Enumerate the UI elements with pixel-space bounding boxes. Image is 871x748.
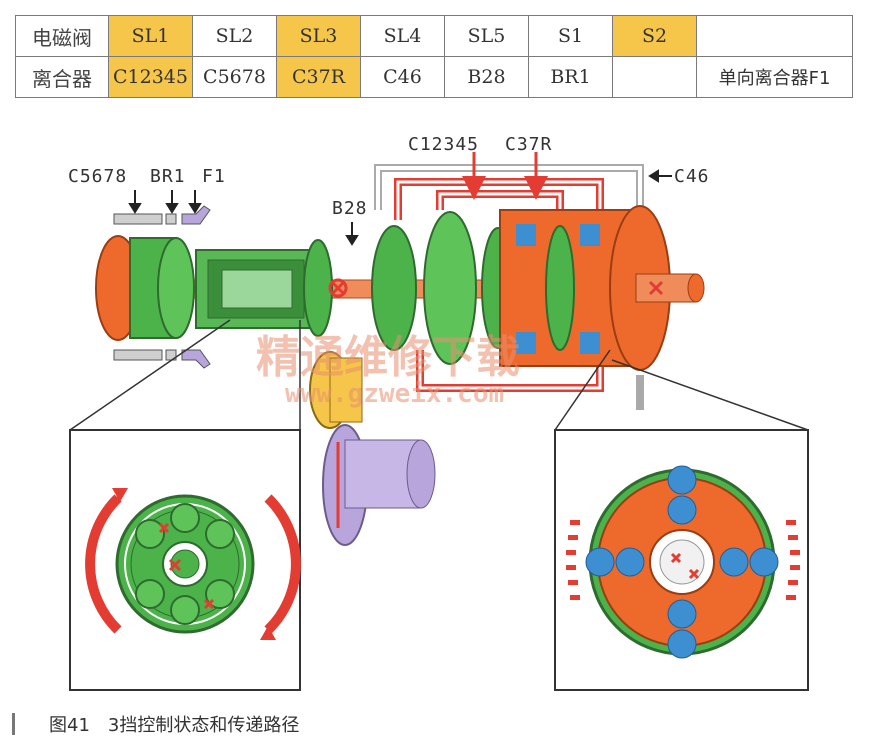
figure-title: 3挡控制状态和传递路径 [107, 715, 300, 736]
label-c37r: C37R [505, 134, 552, 155]
cell-sl4: SL4 [360, 15, 445, 57]
cell-clutch-header: 离合器 [15, 56, 109, 98]
watermark-url: www.gzweix.com [285, 379, 504, 409]
cell-one-way-clutch-f1: 单向离合器F1 [696, 56, 853, 98]
cell-sl2: SL2 [192, 15, 277, 57]
label-b28: B28 [332, 198, 368, 219]
cell-sl5: SL5 [444, 15, 529, 57]
figure-number: 图41 [49, 715, 90, 736]
transmission-diagram: C5678 BR1 F1 B28 C12345 C37R C46 [68, 134, 809, 691]
cell-c46: C46 [360, 56, 445, 98]
cell-br1: BR1 [528, 56, 613, 98]
solenoid-row: 电磁阀 SL1 SL2 SL3 SL4 SL5 S1 S2 [15, 15, 853, 57]
left-planetary-gear [129, 237, 348, 339]
cell-c5678: C5678 [192, 56, 277, 98]
rear-planetary-gear [499, 205, 705, 371]
label-c5678: C5678 [68, 166, 127, 187]
cell-c37r: C37R [276, 56, 361, 98]
cell-blank [612, 56, 697, 98]
cell-c12345: C12345 [108, 56, 193, 98]
label-f1: F1 [202, 166, 226, 187]
cell-b28: B28 [444, 56, 529, 98]
figure-caption: 图41 3挡控制状态和传递路径 [12, 710, 299, 738]
output-gears [309, 351, 436, 546]
label-c12345: C12345 [408, 134, 479, 155]
label-c46: C46 [674, 166, 710, 187]
label-br1: BR1 [150, 166, 186, 187]
cell-s2: S2 [612, 15, 697, 57]
br1-c5678-plates [113, 205, 211, 369]
cell-s1: S1 [528, 15, 613, 57]
cell-solenoid-header: 电磁阀 [15, 15, 109, 57]
solenoid-clutch-table: 电磁阀 SL1 SL2 SL3 SL4 SL5 S1 S2 离合器 C12345… [15, 15, 853, 98]
clutch-row: 离合器 C12345 C5678 C37R C46 B28 BR1 单向离合器F… [15, 56, 853, 98]
left-inset-planetary [69, 429, 301, 691]
right-inset-planetary [554, 429, 809, 691]
b28-drum [371, 211, 515, 365]
cell-empty [696, 15, 853, 57]
cell-sl3: SL3 [276, 15, 361, 57]
watermark-text: 精通维修下载 [256, 332, 520, 383]
inset-connectors [69, 319, 809, 431]
cell-sl1: SL1 [108, 15, 193, 57]
pointer-arrows [128, 169, 672, 246]
caption-bar [12, 713, 15, 735]
